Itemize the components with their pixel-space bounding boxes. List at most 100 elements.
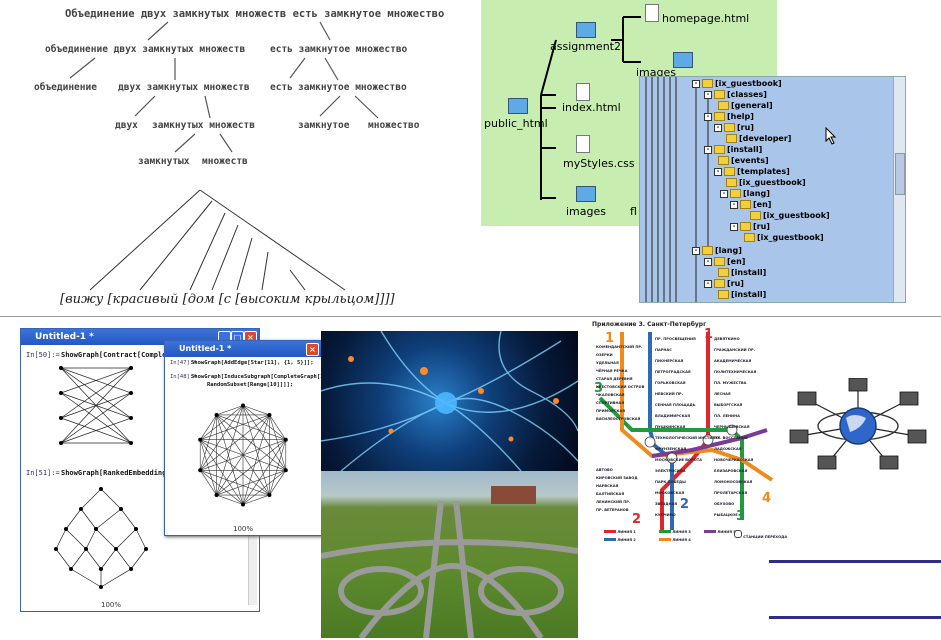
graph-edge <box>242 494 270 505</box>
station-label: ПИОНЕРСКАЯ <box>655 359 684 363</box>
station-label: ГРАЖДАНСКИЙ ПР. <box>714 348 755 352</box>
station-label: ПР. ПРОСВЕЩЕНИЯ <box>655 337 696 341</box>
tree-node: двух замкнутых множеств <box>118 82 250 93</box>
zoom-level[interactable]: 100% <box>101 601 122 609</box>
dir-row[interactable]: [install] <box>718 290 766 299</box>
tree-node: замкнутых <box>138 156 190 167</box>
graph-edge <box>216 405 244 416</box>
station-label: АВТОВО <box>596 468 613 472</box>
tree-node: множеств <box>202 156 248 167</box>
graph-node <box>214 493 219 498</box>
directory-listing: -[ix_guestbook] -[classes] [general] -[h… <box>639 76 906 303</box>
station-label: ПОЛИТЕХНИЧЕСКАЯ <box>714 370 757 374</box>
station-label: КРЕСТОВСКИЙ ОСТРОВ <box>596 385 645 389</box>
input-cell[interactable]: ShowGraph[InduceSubgraph[CompleteGraph[1… <box>191 374 334 380</box>
graph-node <box>198 468 203 473</box>
input-cell[interactable]: ShowGraph[AddEdge[Star[11], {1, 5}]]; <box>191 360 314 366</box>
bracketed-sentence: [вижу [красивый [дом [с [высоким крыльцо… <box>60 292 395 307</box>
input-prompt: In[50]:= <box>26 351 60 359</box>
station-label: ЧЕРНЫШЕВСКАЯ <box>714 425 750 429</box>
input-cell[interactable]: RandomSubset[Range[10]]]]; <box>207 382 294 388</box>
dir-row[interactable]: [ix_guestbook] <box>726 178 806 187</box>
station-label: ЧКАЛОВСКАЯ <box>596 393 625 397</box>
dir-row[interactable]: [ix_guestbook] <box>744 233 824 242</box>
highway-interchange-image <box>321 471 578 638</box>
tree-node: есть замкнутое множество <box>270 44 408 55</box>
graph-edge <box>216 470 286 496</box>
scroll-thumb[interactable] <box>895 153 905 195</box>
input-cell[interactable]: ShowGraph[Contract[CompleteGraph <box>61 351 196 359</box>
tree-item[interactable]: myStyles.css <box>563 157 635 170</box>
station-label: ПЛ. МУЖЕСТВА <box>714 381 747 385</box>
graph-edge <box>199 405 244 471</box>
tree-node: замкнутое множество <box>298 82 407 93</box>
station-label: ОБУХОВО <box>714 502 735 506</box>
station-label: ЛЕСНАЯ <box>714 392 731 396</box>
tree-item[interactable]: images <box>636 66 676 79</box>
graph-edge <box>216 414 270 496</box>
station-label: ВЛАДИМИРСКАЯ <box>655 414 691 418</box>
dir-row[interactable]: [ix_guestbook] <box>750 211 830 220</box>
station-label: ПЕТРОГРАДСКАЯ <box>655 370 691 374</box>
dir-row[interactable]: -[ru] <box>704 279 744 288</box>
dir-row[interactable]: -[ru] <box>730 222 770 231</box>
tree-node: есть <box>270 82 293 93</box>
station-label: НАРВСКАЯ <box>596 484 619 488</box>
graph-edge <box>199 439 217 496</box>
station-label: ГОРЬКОВСКАЯ <box>655 381 686 385</box>
tree-item[interactable]: fl <box>630 205 637 218</box>
station-label: ПР. ВЕТЕРАНОВ <box>596 508 629 512</box>
close-button[interactable]: × <box>306 343 319 356</box>
bipartite-graph <box>59 366 133 445</box>
dir-row[interactable]: [install] <box>718 268 766 277</box>
tree-item[interactable]: images <box>566 205 606 218</box>
line-number: 2 <box>632 512 642 527</box>
dir-row[interactable]: -[templates] <box>714 167 790 176</box>
graph-node <box>283 437 288 442</box>
station-label: РЫБАЦКОЕ <box>714 513 738 517</box>
decorative-bar <box>769 560 941 563</box>
dir-row[interactable]: -[ix_guestbook] <box>692 79 782 88</box>
graph-edge <box>269 414 287 440</box>
input-cell[interactable]: ShowGraph[RankedEmbedding[GridGra <box>61 469 201 477</box>
station-label: ЗВЁЗДНАЯ <box>655 502 678 506</box>
dir-row[interactable]: [developer] <box>726 134 791 143</box>
graph-edge <box>216 414 286 440</box>
station-label: ПРИМОРСКАЯ <box>596 409 626 413</box>
vertical-scrollbar[interactable] <box>893 77 905 302</box>
file-icon <box>645 4 659 22</box>
zoom-level[interactable]: 100% <box>233 525 254 533</box>
dir-row[interactable]: -[classes] <box>704 90 767 99</box>
dir-row[interactable]: -[en] <box>730 200 771 209</box>
station-label: СТАРАЯ ДЕРЕВНЯ <box>596 377 633 381</box>
dir-row[interactable]: -[en] <box>704 257 745 266</box>
station-label: ФРУНЗЕНСКАЯ <box>655 447 687 451</box>
station-label: ОЗЕРКИ <box>596 353 613 357</box>
dir-row[interactable]: -[install] <box>704 145 762 154</box>
folder-icon <box>576 186 596 202</box>
line-number: 1 <box>605 331 615 346</box>
station-label: ПЛ. ЛЕНИНА <box>714 414 740 418</box>
input-prompt: In[51]:= <box>26 469 60 477</box>
station-label: НЕВСКИЙ ПР. <box>655 392 684 396</box>
tree-item[interactable]: index.html <box>562 101 621 114</box>
dir-row[interactable]: -[help] <box>704 112 754 121</box>
dir-row[interactable]: [general] <box>718 101 773 110</box>
station-label: ДЕВЯТКИНО <box>714 337 740 341</box>
ranked-graph <box>54 487 148 589</box>
metro-lines <box>598 332 774 530</box>
metro-title: Приложение 3. Санкт-Петербург <box>592 321 707 328</box>
dir-row[interactable]: -[lang] <box>720 189 770 198</box>
tree-item[interactable]: homepage.html <box>662 12 750 25</box>
dir-row[interactable]: -[lang] <box>692 246 742 255</box>
tree-node: объединение <box>34 82 97 93</box>
tree-item[interactable]: assignment2 <box>550 40 621 53</box>
tree-item[interactable]: public_html <box>484 117 548 130</box>
complete-graph <box>198 403 288 507</box>
dir-row[interactable]: [events] <box>718 156 769 165</box>
station-label: СЕННАЯ ПЛОЩАДЬ <box>655 403 696 407</box>
station-label: ПРОЛЕТАРСКАЯ <box>714 491 748 495</box>
input-prompt: In[47]:= <box>170 360 197 366</box>
dir-row[interactable]: -[ru] <box>714 123 754 132</box>
mathematica-window-2[interactable]: Untitled-1 * × In[47]:= ShowGraph[AddEdg… <box>164 340 333 536</box>
